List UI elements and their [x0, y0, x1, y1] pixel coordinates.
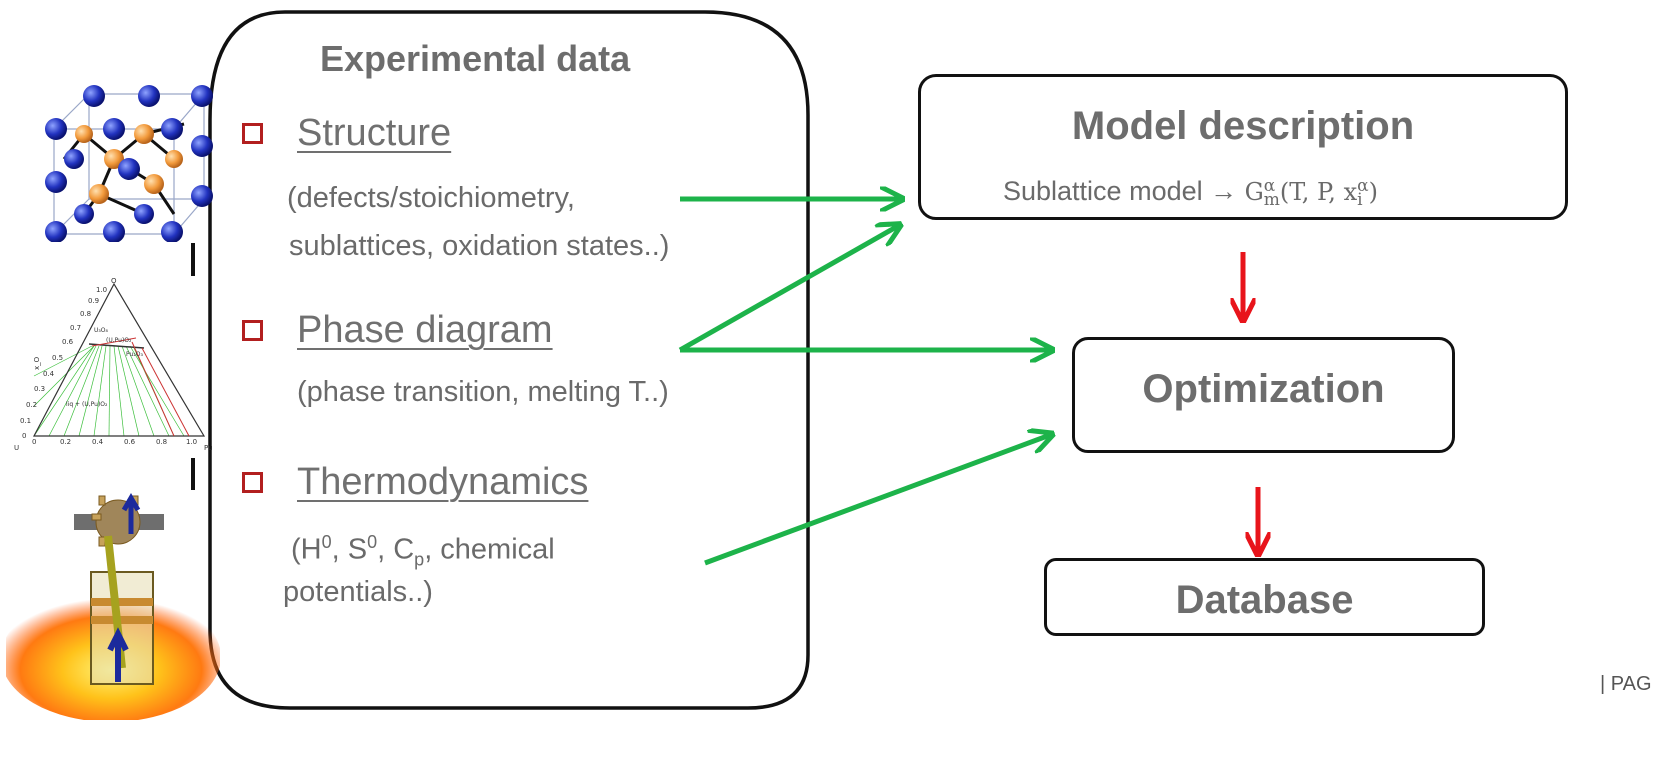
- model-description-title: Model description: [1071, 104, 1415, 148]
- database-title: Database: [1175, 578, 1354, 622]
- svg-text:0.9: 0.9: [88, 297, 99, 305]
- ternary-phase-diagram-icon: O U Pu 0 0.2 0.4 0.6 0.8 1.0 0 0.1 0.2 0…: [14, 277, 213, 452]
- svg-text:(U,Pu)O₂: (U,Pu)O₂: [106, 337, 132, 344]
- svg-text:Pu: Pu: [204, 444, 213, 452]
- svg-text:0: 0: [32, 438, 36, 446]
- svg-text:0.1: 0.1: [20, 417, 31, 425]
- model-description-box: [918, 74, 1568, 220]
- svg-text:0.7: 0.7: [70, 324, 81, 332]
- svg-text:0.6: 0.6: [124, 438, 136, 446]
- thermodynamics-label: Thermodynamics: [297, 461, 589, 503]
- optimization-title: Optimization: [1142, 367, 1385, 411]
- thermodynamics-detail-line-2: potentials..): [283, 576, 433, 608]
- structure-detail-line-1: (defects/stoichiometry,: [287, 182, 575, 214]
- thermodynamics-item: Thermodynamics: [242, 461, 588, 504]
- optimization-box: [1072, 337, 1455, 453]
- phase-diagram-detail: (phase transition, melting T..): [297, 376, 669, 408]
- svg-text:liq + (U,Pu)O₂: liq + (U,Pu)O₂: [66, 401, 108, 408]
- svg-text:1.0: 1.0: [186, 438, 197, 446]
- svg-text:0.4: 0.4: [92, 438, 104, 446]
- svg-text:0: 0: [22, 432, 26, 440]
- svg-text:0.3: 0.3: [34, 385, 45, 393]
- structure-label: Structure: [297, 112, 452, 154]
- svg-text:0.8: 0.8: [156, 438, 167, 446]
- thermodynamics-detail-line-1: (H0, S0, Cp, chemical: [291, 532, 555, 570]
- svg-text:U₃O₈: U₃O₈: [94, 327, 109, 334]
- svg-text:x_O: x_O: [33, 356, 41, 370]
- svg-text:0.2: 0.2: [26, 401, 37, 409]
- calorimeter-icon: [6, 493, 220, 720]
- arrow-phase-to-model: [678, 226, 898, 353]
- svg-text:0.5: 0.5: [52, 354, 63, 362]
- phase-diagram-item: Phase diagram: [242, 309, 553, 352]
- svg-text:O: O: [111, 277, 117, 285]
- checkbox-bullet-icon: [242, 320, 263, 341]
- arrow-thermo-to-optimization: [704, 435, 1050, 566]
- checkbox-bullet-icon: [242, 472, 263, 493]
- svg-text:0.2: 0.2: [60, 438, 71, 446]
- svg-text:0.4: 0.4: [43, 370, 55, 378]
- checkbox-bullet-icon: [242, 123, 263, 144]
- structure-item: Structure: [242, 112, 451, 155]
- svg-text:Pu₂O₃: Pu₂O₃: [126, 351, 143, 358]
- phase-diagram-label: Phase diagram: [297, 309, 553, 351]
- crystal-structure-icon: [45, 85, 213, 242]
- svg-text:U: U: [14, 444, 19, 452]
- page-label: | PAG: [1600, 673, 1652, 695]
- structure-detail-line-2: sublattices, oxidation states..): [289, 230, 670, 262]
- experimental-data-title: Experimental data: [320, 38, 631, 79]
- svg-text:0.8: 0.8: [80, 310, 91, 318]
- svg-text:0.6: 0.6: [62, 338, 74, 346]
- svg-text:1.0: 1.0: [96, 286, 107, 294]
- database-box: [1044, 558, 1485, 636]
